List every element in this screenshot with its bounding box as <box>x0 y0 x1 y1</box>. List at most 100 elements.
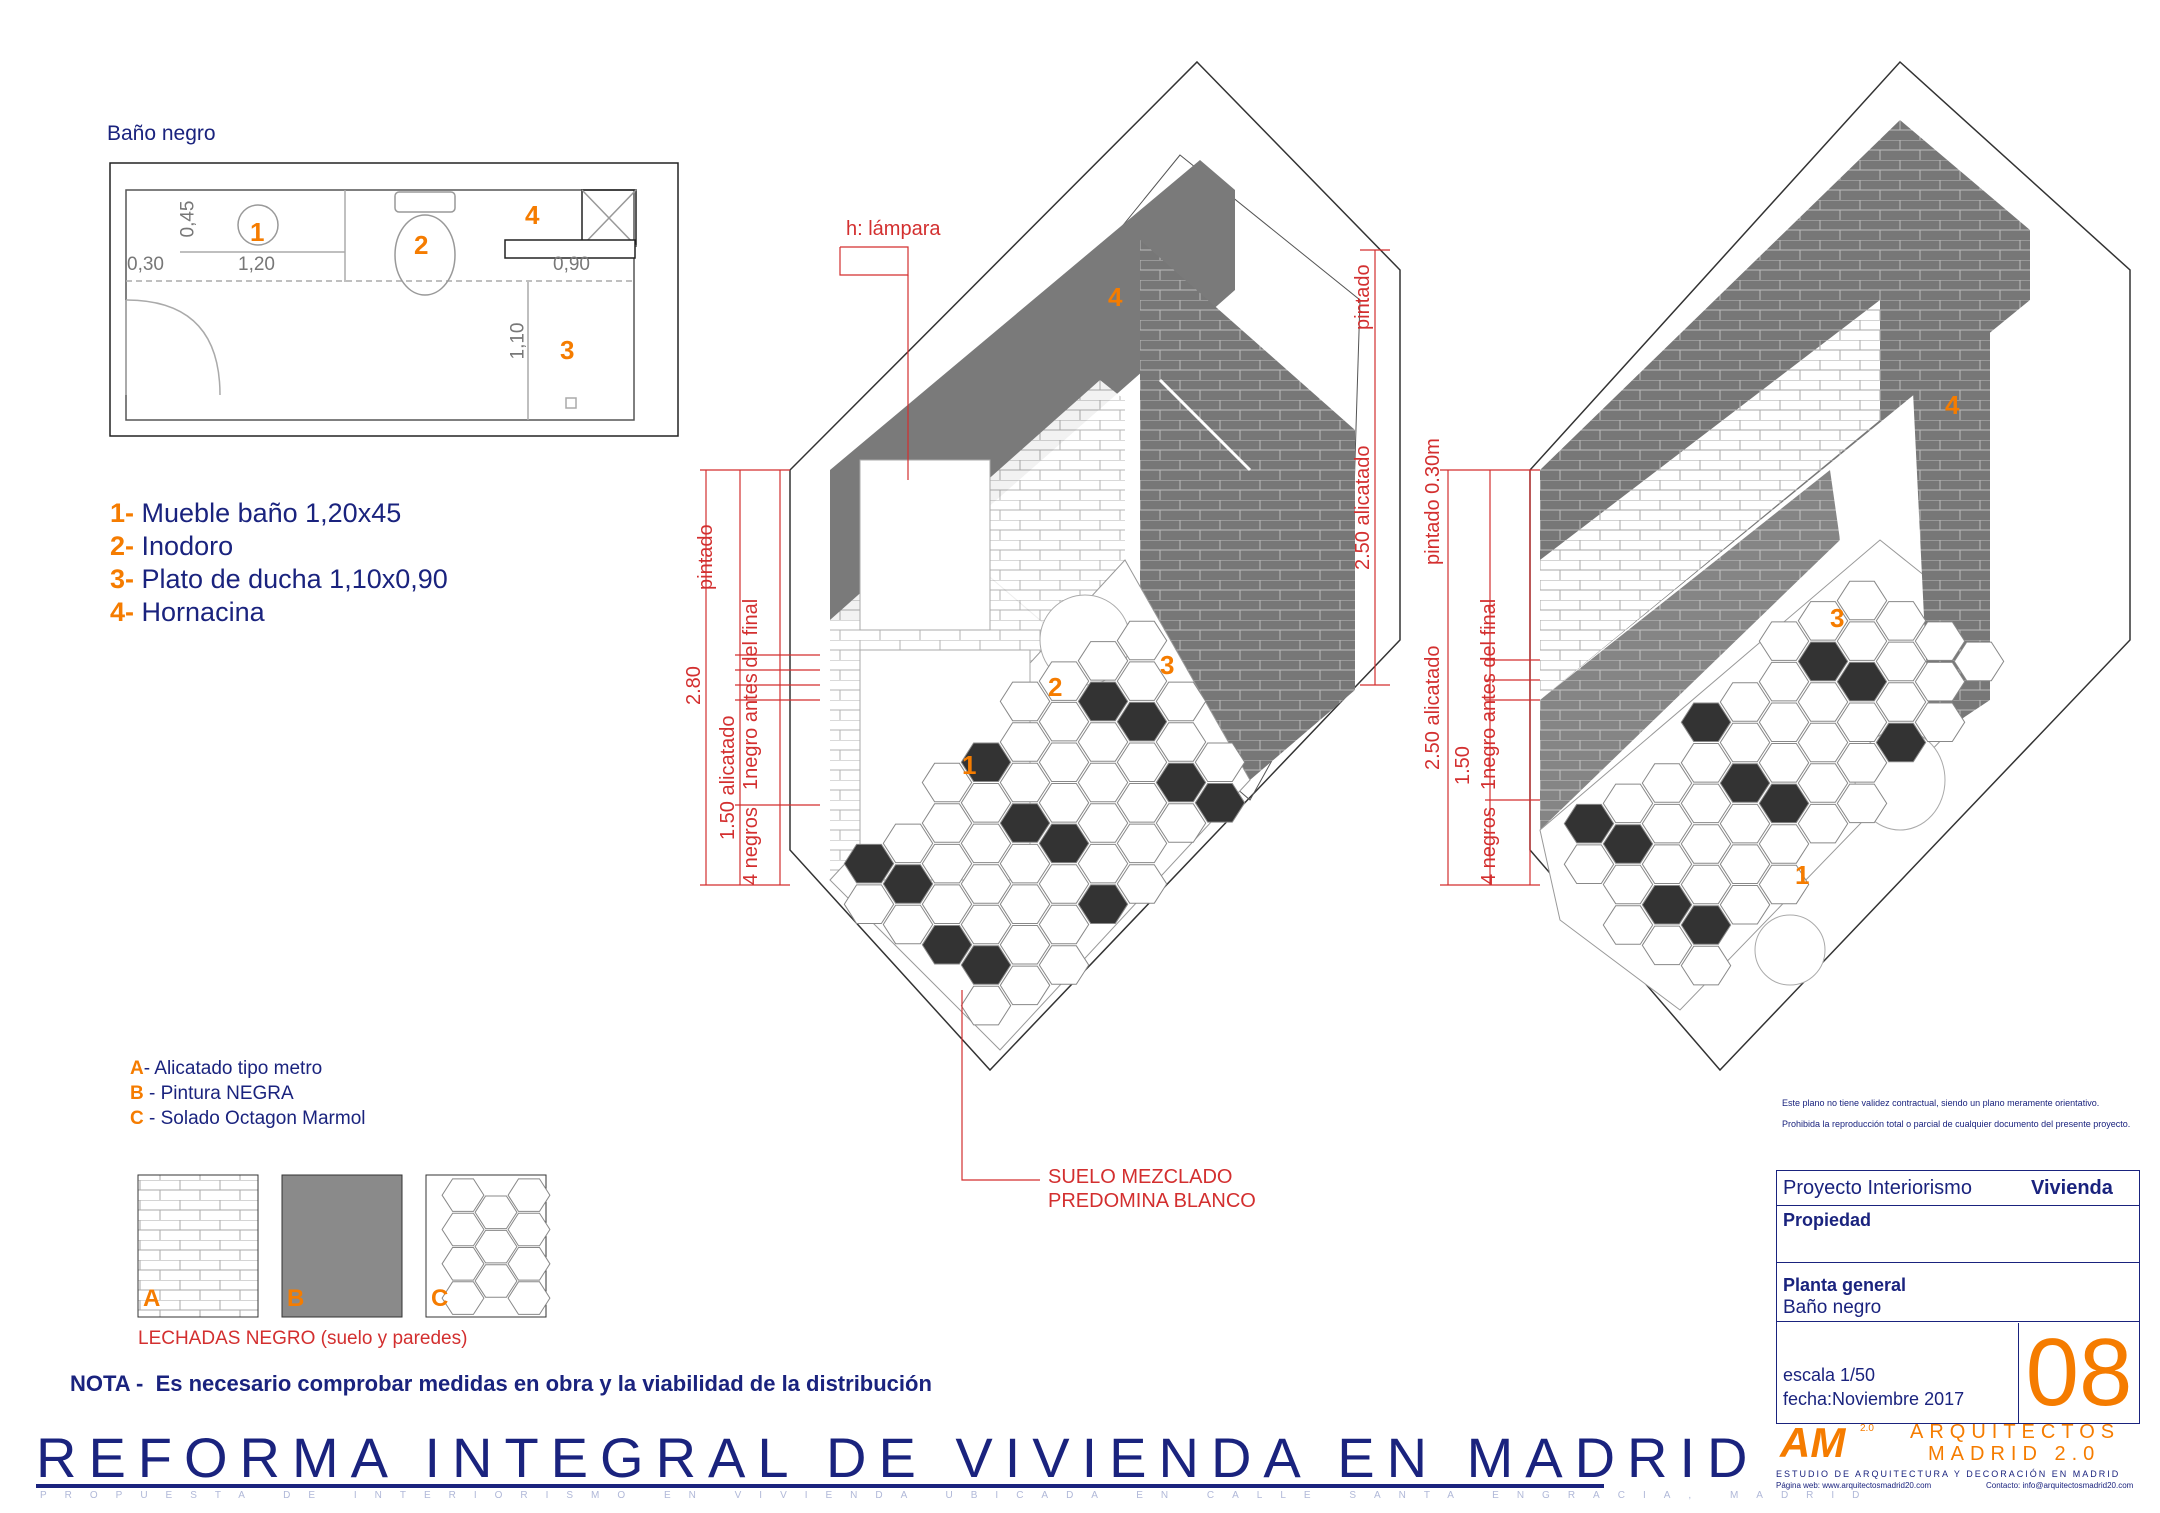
hex-tile <box>999 762 1051 803</box>
hex-tile <box>1038 945 1090 985</box>
plan-inner-wall <box>125 189 635 421</box>
subtitle: PROPUESTA DE INTERIORISMO EN VIVIENDA UB… <box>40 1490 1878 1501</box>
label-right-150: 1.50 <box>1452 746 1474 785</box>
swatch-label-b: B <box>287 1285 305 1312</box>
label-right-250: 2.50 alicatado <box>1422 645 1444 770</box>
label-150-alicatado: 1.50 alicatado <box>717 715 739 840</box>
hex-tile <box>1758 824 1810 864</box>
hex-tile <box>1116 661 1168 701</box>
legend-text: Plato de ducha 1,10x0,90 <box>141 564 448 594</box>
hex-tile-dark <box>921 925 973 965</box>
hex-tile <box>1680 824 1732 864</box>
hex-tile-dark <box>1563 803 1615 844</box>
right-tiled-band <box>1540 300 1880 700</box>
swatch-c-hex <box>441 1178 551 1315</box>
right-num-3: 3 <box>1830 603 1845 633</box>
hex-tile <box>1038 864 1090 904</box>
hex-tile-dark <box>1680 905 1732 945</box>
hex-tile <box>1077 762 1129 803</box>
hex-tile <box>1602 905 1654 945</box>
hex-tile <box>999 681 1051 722</box>
hex-tile <box>1038 701 1090 742</box>
hex-tile <box>507 1281 551 1315</box>
logo-name-2: MADRID 2.0 <box>1928 1443 2101 1465</box>
hex-tile <box>1155 803 1207 843</box>
hex-tile-dark <box>1836 661 1888 702</box>
right-num-4: 4 <box>1945 390 1960 420</box>
plan-sink <box>237 204 279 246</box>
plan-dim-030: 0,30 <box>127 254 164 275</box>
tb-escala: escala 1/50 <box>1783 1365 1876 1385</box>
title-block: Proyecto Interiorismo Vivienda Propiedad… <box>1776 1170 2140 1424</box>
hex-tile <box>1116 620 1168 661</box>
hex-tile <box>1719 885 1771 925</box>
plan-outer-wall <box>109 162 679 437</box>
hex-tile <box>1116 864 1168 904</box>
hex-tile-dark <box>1116 701 1168 742</box>
hex-tile <box>1836 702 1888 742</box>
tb-project-prefix: Proyecto Interiorismo <box>1783 1177 1972 1199</box>
hex-tile <box>474 1264 518 1298</box>
hex-tile <box>441 1281 485 1315</box>
left-num-4: 4 <box>1108 282 1123 312</box>
hex-tile <box>1077 641 1129 681</box>
plan-dim-110: 1,10 <box>507 322 529 360</box>
left-num-1: 1 <box>962 750 977 780</box>
hex-tile-dark <box>999 803 1051 843</box>
left-num-2: 2 <box>1048 672 1063 702</box>
hex-tile <box>1797 682 1849 722</box>
hex-tile-dark <box>1875 722 1927 763</box>
hex-tile <box>507 1247 551 1281</box>
hex-tile <box>882 904 934 945</box>
tb-sheet-number: 08 <box>2018 1323 2139 1423</box>
hex-tile <box>1914 621 1966 661</box>
materials-list: A- Alicatado tipo metro B - Pintura NEGR… <box>130 1056 366 1131</box>
hex-tile <box>1875 682 1927 722</box>
label-pintado-030: pintado 0.30m <box>1422 438 1444 565</box>
legend-num: 3- <box>110 564 135 594</box>
swatch-label-a: A <box>143 1285 161 1312</box>
hex-tile <box>1797 722 1849 763</box>
label-pintado-right: pintado <box>1352 264 1374 330</box>
plan-dim-120: 1,20 <box>238 254 275 275</box>
hex-tile <box>1875 601 1927 641</box>
legend-item: 4- Hornacina <box>110 596 448 629</box>
plan-dim-090: 0,90 <box>553 254 590 275</box>
hex-tile <box>507 1178 551 1212</box>
swatch-a <box>137 1174 259 1318</box>
hex-tile <box>474 1229 518 1264</box>
tb-room: Baño negro <box>1783 1297 1882 1318</box>
tb-planta: Planta general <box>1783 1275 1907 1295</box>
hex-tile <box>960 864 1012 904</box>
hex-tile-dark <box>1797 641 1849 682</box>
hex-tile-dark <box>1719 763 1771 803</box>
hex-tile <box>1836 580 1888 621</box>
firm-logo: AM 2.0 ARQUITECTOS MADRID 2.0 ESTUDIO DE… <box>1770 1419 2142 1491</box>
hex-tile <box>1077 843 1129 884</box>
material-item: C - Solado Octagon Marmol <box>130 1106 366 1131</box>
label-lampara: h: lámpara <box>846 218 941 240</box>
label-suelo-2: PREDOMINA BLANCO <box>1048 1190 1256 1212</box>
tb-project-row: Proyecto Interiorismo Vivienda <box>1777 1171 2139 1206</box>
hex-tile <box>1641 763 1693 803</box>
plan-num-3: 3 <box>560 335 575 365</box>
material-key: B <box>130 1083 144 1104</box>
disclaimer-line: Prohibida la reproducción total o parcia… <box>1782 1119 2131 1129</box>
hex-tile <box>507 1212 551 1247</box>
material-key: A <box>130 1058 144 1079</box>
legend-num: 1- <box>110 498 135 528</box>
hex-tile <box>1797 803 1849 844</box>
lechadas-note: LECHADAS NEGRO (suelo y paredes) <box>138 1328 468 1349</box>
hex-tile <box>441 1247 485 1281</box>
hex-tile <box>999 965 1051 1006</box>
hex-tile <box>1680 945 1732 986</box>
plan-num-1: 1 <box>250 217 265 247</box>
hex-tile-dark <box>960 945 1012 985</box>
nota-label: NOTA - <box>70 1371 144 1396</box>
hex-tile <box>1953 641 2005 682</box>
label-4-negros: 4 negros <box>740 807 762 885</box>
hex-tile <box>441 1212 485 1247</box>
legend-item: 3- Plato de ducha 1,10x0,90 <box>110 563 448 596</box>
legend-num: 4- <box>110 597 135 627</box>
